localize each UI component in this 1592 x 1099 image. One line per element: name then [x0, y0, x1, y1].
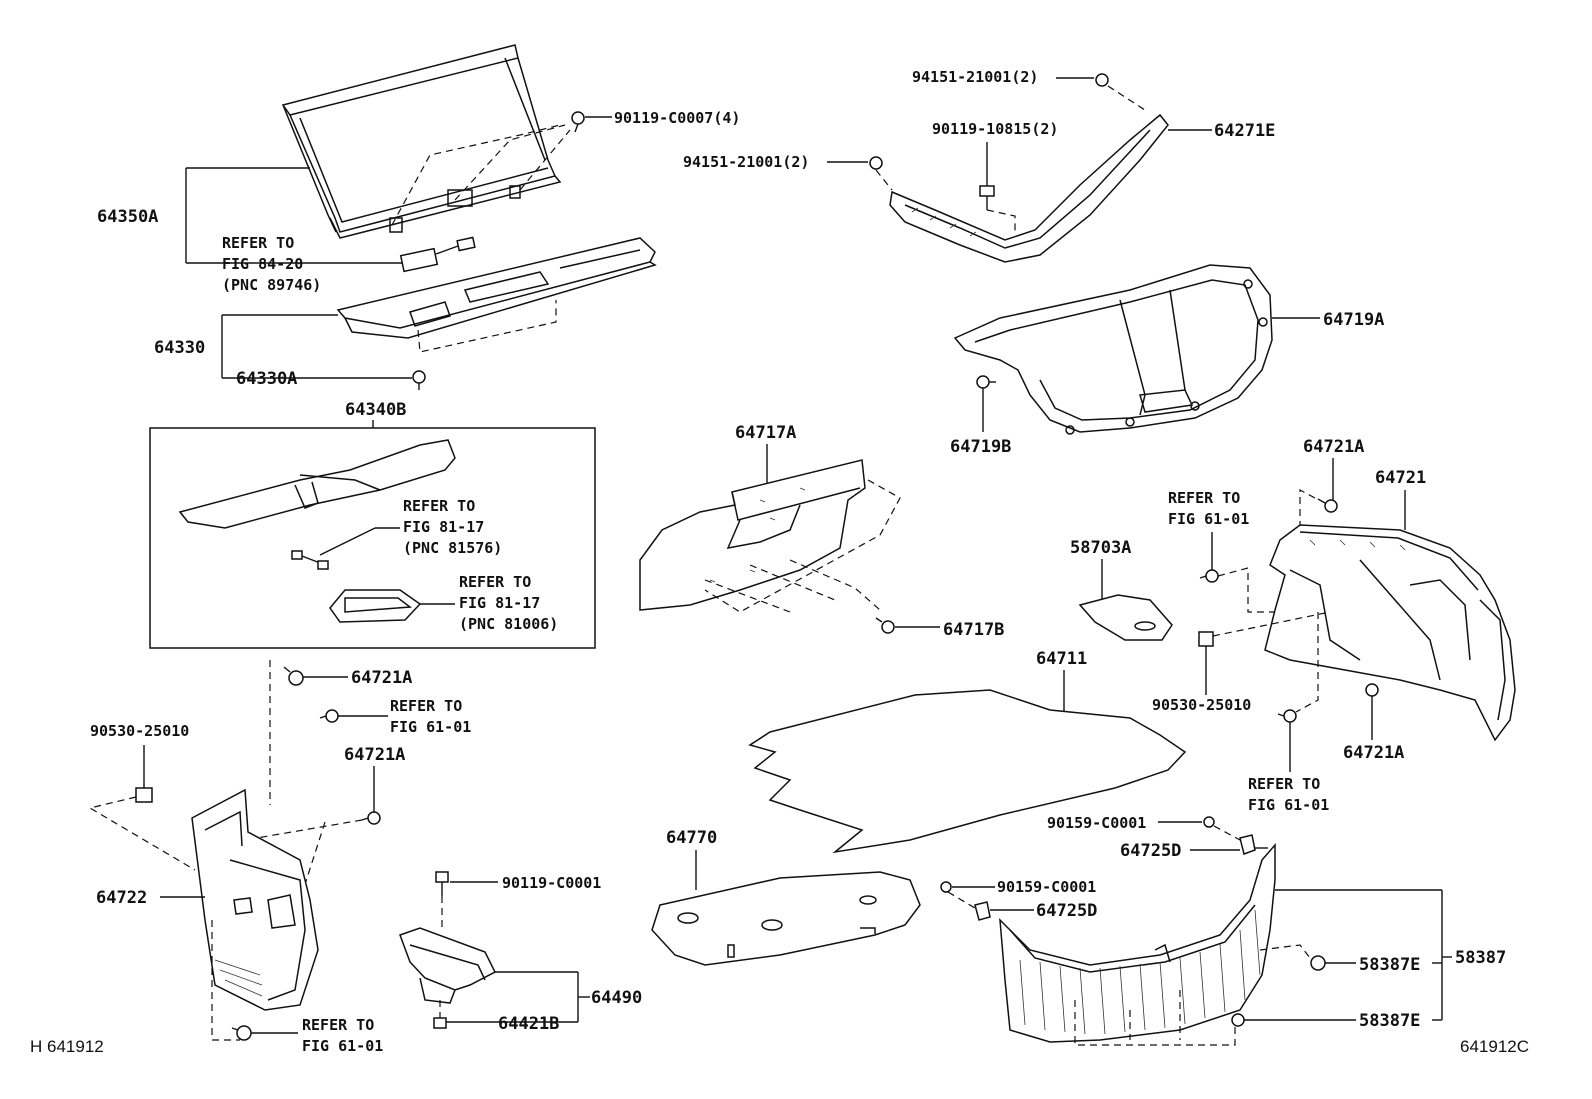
clip-icon	[1310, 955, 1326, 971]
label-90159-C0001-a: 90159-C0001	[1047, 814, 1146, 832]
label-refer-61-01-right2-line1: REFER TO	[1248, 775, 1320, 793]
part-64490-tray	[399, 927, 497, 1004]
group-box-64340B	[149, 427, 596, 649]
label-refer-61-01-left1-line2: FIG 61-01	[390, 718, 471, 736]
label-64770: 64770	[666, 828, 717, 848]
clip-icon	[1199, 569, 1219, 583]
clip-icon	[875, 617, 895, 634]
label-58387E-a: 58387E	[1359, 955, 1420, 975]
label-58703A: 58703A	[1070, 538, 1131, 558]
clip-icon	[1239, 834, 1256, 855]
label-64721A-right-2: 64721A	[1343, 743, 1404, 763]
nut-icon	[1095, 73, 1109, 87]
nut-icon	[1203, 816, 1215, 828]
label-64330A: 64330A	[236, 369, 297, 389]
label-64721A-left-2: 64721A	[344, 745, 405, 765]
part-64711-mat	[748, 689, 1187, 854]
clip-icon	[361, 811, 381, 825]
part-58703A-pad	[1078, 594, 1173, 641]
clip-icon	[1317, 498, 1338, 513]
nut-clip-icon	[1198, 631, 1214, 647]
figure-id-left: H 641912	[30, 1037, 104, 1056]
label-refer-61-01-left1-line1: REFER TO	[390, 697, 462, 715]
label-64725D-a: 64725D	[1120, 841, 1181, 861]
label-90119-10815: 90119-10815(2)	[932, 120, 1058, 138]
bolt-icon	[979, 185, 995, 210]
label-64717B: 64717B	[943, 620, 1004, 640]
nut-icon	[869, 156, 883, 170]
label-64721A-right-1: 64721A	[1303, 437, 1364, 457]
connector-icon	[399, 236, 476, 273]
clip-icon	[1277, 709, 1297, 723]
label-64719A: 64719A	[1323, 310, 1384, 330]
sensor-wire-icon	[291, 550, 329, 570]
label-64421B: 64421B	[498, 1014, 559, 1034]
clip-icon	[412, 370, 426, 390]
label-refer-61-01-left2-line2: FIG 61-01	[302, 1037, 383, 1055]
label-refer-81-17a-line1: REFER TO	[403, 497, 475, 515]
label-58387E-b: 58387E	[1359, 1011, 1420, 1031]
screw-icon	[571, 111, 585, 133]
part-64719A-lid-liner	[953, 264, 1273, 435]
label-64721: 64721	[1375, 468, 1426, 488]
part-64350A-frame	[281, 44, 571, 239]
part-64722-side-trim	[191, 788, 319, 1011]
label-90159-C0001-b: 90159-C0001	[997, 878, 1096, 896]
label-64721A-left-1: 64721A	[351, 668, 412, 688]
part-64330-trim	[336, 237, 657, 353]
clip-icon	[976, 375, 996, 389]
label-90530-25010-right: 90530-25010	[1152, 696, 1251, 714]
part-58387-back-panel	[999, 842, 1276, 1043]
label-refer-61-01-right2-line2: FIG 61-01	[1248, 796, 1329, 814]
bolt-icon	[435, 871, 449, 896]
label-64340B: 64340B	[345, 400, 406, 420]
label-refer-84-20-line3: (PNC 89746)	[222, 276, 321, 294]
label-64725D-b: 64725D	[1036, 901, 1097, 921]
label-90119-C0007: 90119-C0007(4)	[614, 109, 740, 127]
label-94151-21001-left: 94151-21001(2)	[683, 153, 809, 171]
clip-icon	[319, 709, 339, 723]
part-64770-cover	[651, 871, 921, 966]
clip-icon	[283, 666, 304, 686]
part-64721-side-trim	[1264, 524, 1516, 742]
label-refer-81-17a-line2: FIG 81-17	[403, 518, 484, 536]
label-90119-C0001: 90119-C0001	[502, 874, 601, 892]
label-58387: 58387	[1455, 948, 1506, 968]
label-refer-61-01-right1-line2: FIG 61-01	[1168, 510, 1249, 528]
label-refer-84-20-line2: FIG 84-20	[222, 255, 303, 273]
label-64711: 64711	[1036, 649, 1087, 669]
nut-clip-icon	[135, 787, 153, 803]
label-refer-81-17a-line3: (PNC 81576)	[403, 539, 502, 557]
label-refer-61-01-right1-line1: REFER TO	[1168, 489, 1240, 507]
label-64330: 64330	[154, 338, 205, 358]
label-64719B: 64719B	[950, 437, 1011, 457]
nut-icon	[940, 881, 952, 893]
bolt-icon	[433, 1017, 447, 1029]
clip-icon	[1365, 683, 1379, 697]
label-64350A: 64350A	[97, 207, 158, 227]
figure-id-right: 641912C	[1460, 1037, 1529, 1056]
part-64717A-board	[639, 459, 901, 613]
part-64271E-weatherstrip	[889, 113, 1169, 263]
label-64490: 64490	[591, 988, 642, 1008]
label-refer-81-17b-line2: FIG 81-17	[459, 594, 540, 612]
label-64722: 64722	[96, 888, 147, 908]
label-refer-84-20-line1: REFER TO	[222, 234, 294, 252]
part-64340B-panel	[178, 439, 456, 529]
clip-icon	[231, 1025, 252, 1041]
label-refer-61-01-left2-line1: REFER TO	[302, 1016, 374, 1034]
label-94151-21001-top: 94151-21001(2)	[912, 68, 1038, 86]
label-90530-25010-left: 90530-25010	[90, 722, 189, 740]
clip-icon	[1231, 1013, 1245, 1027]
label-refer-81-17b-line3: (PNC 81006)	[459, 615, 558, 633]
label-refer-81-17b-line1: REFER TO	[459, 573, 531, 591]
lamp-housing-icon	[329, 589, 422, 623]
label-64271E: 64271E	[1214, 121, 1275, 141]
label-64717A: 64717A	[735, 423, 796, 443]
clip-icon	[974, 901, 991, 921]
